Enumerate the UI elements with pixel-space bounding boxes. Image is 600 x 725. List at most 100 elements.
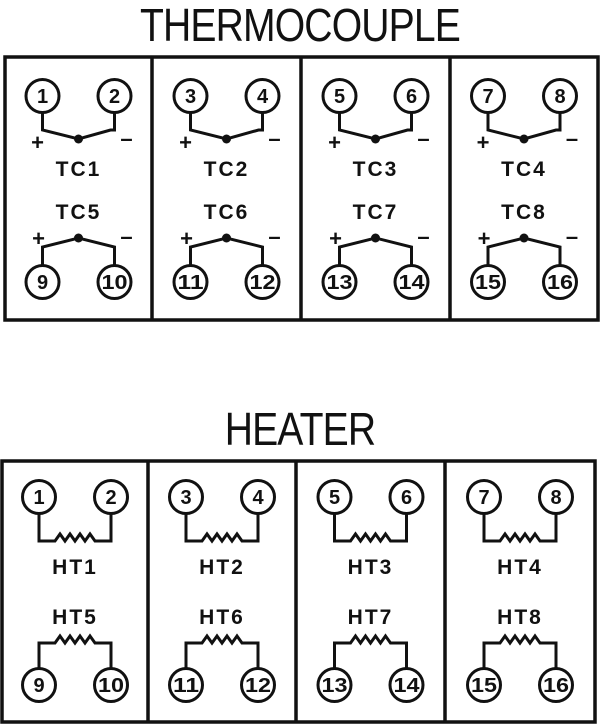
terminal-circle-icon — [538, 479, 574, 515]
thermocouple-junction-wire — [338, 113, 413, 141]
positive-sign: + — [31, 130, 44, 155]
terminal-circle-icon — [96, 264, 133, 300]
channel-label: HT1 — [52, 556, 98, 579]
terminal-1: 1 — [24, 78, 61, 114]
positive-sign: + — [478, 226, 491, 251]
terminal-circle-icon — [316, 667, 353, 703]
channel-label: TC4 — [501, 158, 547, 181]
terminal-circle-icon — [168, 479, 204, 515]
channel-tc8: TC8 + – 15 16 — [470, 201, 578, 300]
negative-sign: – — [566, 224, 578, 249]
terminal-circle-icon — [466, 667, 502, 703]
terminal-circle-icon — [321, 264, 358, 300]
terminal-8: 8 — [538, 479, 574, 515]
junction-dot-icon — [519, 134, 529, 144]
terminal-circle-icon — [96, 78, 133, 114]
terminal-4: 4 — [244, 78, 281, 114]
terminal-circle-icon — [321, 78, 358, 114]
terminal-number: 1 — [37, 86, 48, 108]
terminal-number: 10 — [98, 675, 124, 697]
positive-sign: + — [179, 130, 192, 155]
junction-dot-icon — [74, 134, 83, 144]
junction-dot-icon — [519, 233, 529, 243]
terminal-number: 5 — [334, 86, 345, 108]
resistor-icon — [333, 633, 408, 668]
terminal-number: 2 — [105, 487, 116, 509]
terminal-circle-icon — [21, 667, 57, 703]
terminal-circle-icon — [21, 479, 57, 515]
terminal-8: 8 — [542, 78, 578, 114]
terminal-5: 5 — [321, 78, 358, 114]
terminal-number: 9 — [33, 675, 44, 697]
negative-sign: – — [120, 126, 132, 151]
positive-sign: + — [180, 226, 193, 251]
terminal-11: 11 — [172, 264, 209, 300]
terminal-number: 11 — [178, 272, 204, 294]
terminal-number: 1 — [33, 487, 44, 509]
terminal-10: 10 — [93, 667, 129, 703]
terminal-12: 12 — [244, 264, 281, 300]
terminal-number: 13 — [322, 675, 348, 697]
resistor-icon — [482, 514, 558, 544]
terminal-10: 10 — [96, 264, 133, 300]
terminal-number: 16 — [547, 272, 573, 294]
terminal-circle-icon — [24, 78, 61, 114]
terminal-circle-icon — [393, 264, 430, 300]
junction-dot-icon — [222, 233, 231, 243]
terminal-7: 7 — [466, 479, 502, 515]
terminal-number: 9 — [37, 272, 48, 294]
terminal-number: 15 — [475, 272, 501, 294]
terminal-number: 14 — [394, 675, 421, 697]
resistor-icon — [333, 514, 408, 544]
terminal-number: 4 — [257, 86, 269, 108]
junction-dot-icon — [74, 233, 83, 243]
terminal-9: 9 — [24, 264, 61, 300]
channel-label: TC2 — [204, 158, 250, 181]
terminal-circle-icon — [240, 479, 276, 515]
thermocouple-junction-wire — [41, 113, 116, 141]
junction-dot-icon — [222, 134, 231, 144]
channel-label: TC8 — [501, 201, 547, 224]
terminal-circle-icon — [24, 264, 61, 300]
terminal-circle-icon — [240, 667, 276, 703]
terminal-circle-icon — [172, 78, 209, 114]
thermocouple-title: THERMOCOUPLE — [139, 0, 461, 51]
terminal-13: 13 — [321, 264, 358, 300]
terminal-circle-icon — [466, 479, 502, 515]
negative-sign: – — [417, 224, 429, 249]
terminal-circle-icon — [316, 479, 353, 515]
terminal-number: 11 — [173, 675, 199, 697]
terminal-13: 13 — [316, 667, 353, 703]
junction-dot-icon — [371, 233, 380, 243]
terminal-2: 2 — [93, 479, 129, 515]
resistor-icon — [37, 633, 113, 668]
negative-sign: – — [120, 224, 132, 249]
terminal-3: 3 — [172, 78, 209, 114]
channel-label: HT4 — [497, 556, 543, 579]
terminal-circle-icon — [393, 78, 430, 114]
terminal-number: 5 — [329, 487, 340, 509]
channel-label: TC3 — [353, 158, 399, 181]
terminal-number: 12 — [245, 675, 271, 697]
terminal-2: 2 — [96, 78, 133, 114]
negative-sign: – — [268, 224, 280, 249]
channel-label: HT2 — [199, 556, 245, 579]
terminal-circle-icon — [244, 78, 281, 114]
terminal-number: 16 — [543, 675, 569, 697]
terminal-15: 15 — [470, 264, 506, 300]
heater-title: HEATER — [224, 403, 376, 455]
channel-label: TC7 — [353, 201, 399, 224]
terminal-number: 2 — [109, 86, 120, 108]
